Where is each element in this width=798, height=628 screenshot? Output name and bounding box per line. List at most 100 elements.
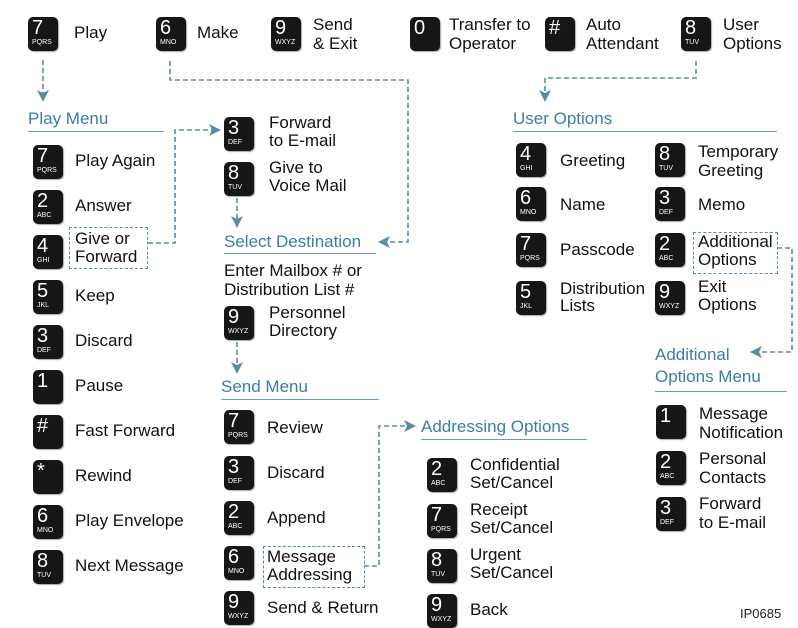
destination-instruction: Enter Mailbox # or: [224, 261, 362, 280]
send-menu-title: Send Menu: [221, 377, 308, 396]
key-star[interactable]: *: [33, 460, 63, 494]
key-hash[interactable]: #: [545, 17, 575, 51]
key-letters: ABC: [431, 480, 446, 487]
additional-options-title: Additional: [655, 345, 730, 364]
item-label: Attendant: [586, 34, 659, 53]
key-digit: 2: [659, 233, 671, 255]
key-letters: WXYZ: [228, 613, 249, 620]
key-letters: GHI: [37, 257, 50, 264]
key-letters: MNO: [520, 209, 537, 216]
item-label: Options: [723, 34, 782, 53]
key-0[interactable]: 0: [410, 17, 440, 51]
key-letters: TUV: [37, 572, 51, 579]
item-label: Distribution: [560, 279, 646, 298]
item-label: User: [723, 15, 759, 34]
item-label: Make: [197, 23, 239, 42]
connector-give-or-forward-to-forward-options: [148, 124, 221, 244]
key-digit: 2: [660, 451, 672, 473]
item-label: Confidential: [470, 455, 560, 474]
item-label: Message: [267, 547, 336, 566]
key-digit: 9: [431, 594, 443, 616]
item-label: Rewind: [75, 466, 132, 485]
key-digit: 2: [431, 458, 443, 480]
key-letters: GHI: [520, 165, 533, 172]
key-letters: ABC: [659, 255, 674, 262]
item-label: Pause: [75, 376, 124, 395]
key-letters: PQRS: [520, 255, 540, 262]
key-digit: 8: [37, 550, 49, 572]
key-digit: 3: [228, 456, 240, 478]
item-label: Set/Cancel: [470, 473, 554, 492]
key-letters: TUV: [685, 39, 699, 46]
send-menu-divider: [221, 399, 379, 400]
item-label: Keep: [75, 286, 115, 305]
key-letters: JKL: [520, 303, 533, 310]
item-label: Transfer to: [449, 15, 531, 34]
item-label: Send & Return: [267, 598, 379, 617]
key-letters: DEF: [228, 478, 242, 485]
item-label: Back: [470, 600, 508, 619]
key-hash[interactable]: #: [33, 415, 63, 449]
key-digit: 2: [37, 190, 49, 212]
connector-user-options-to-user-options-menu: [539, 61, 697, 102]
key-digit: 6: [228, 546, 240, 568]
key-letters: TUV: [228, 184, 242, 191]
item-label: Memo: [698, 195, 746, 214]
key-1[interactable]: 1: [656, 405, 686, 439]
key-digit: 9: [228, 591, 240, 613]
key-1[interactable]: 1: [33, 370, 63, 404]
item-label: Answer: [75, 196, 132, 215]
key-letters: DEF: [660, 519, 674, 526]
addressing-options-divider: [421, 439, 587, 440]
item-label: Name: [560, 195, 606, 214]
additional-options-divider: [655, 391, 787, 392]
item-label: Discard: [75, 331, 133, 350]
connector-additional-options-to-additional-menu: [750, 247, 793, 358]
item-label: Addressing: [267, 565, 353, 584]
key-letters: ABC: [37, 212, 52, 219]
play-menu-divider: [28, 131, 164, 132]
key-digit: 7: [32, 17, 44, 39]
item-label: Options: [698, 250, 757, 269]
item-label: Personnel: [269, 303, 346, 322]
key-letters: WXYZ: [228, 328, 249, 335]
key-letters: WXYZ: [275, 39, 296, 46]
item-label: to E-mail: [269, 131, 337, 150]
item-label: Additional: [698, 232, 773, 251]
key-letters: ABC: [228, 523, 243, 530]
item-label: Give to: [269, 158, 323, 177]
